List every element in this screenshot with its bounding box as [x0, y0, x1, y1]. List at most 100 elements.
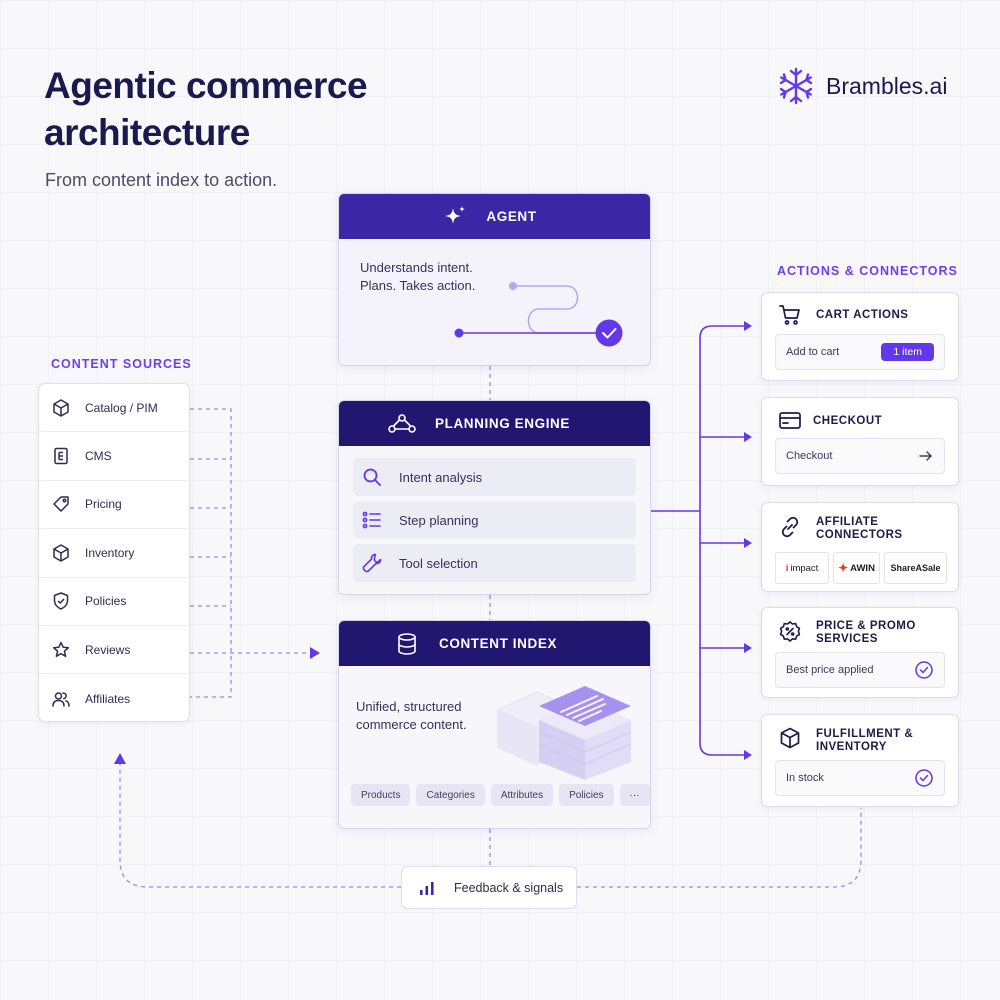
feedback-signals-box[interactable]: Feedback & signals: [401, 866, 577, 909]
planning-engine-title: PLANNING ENGINE: [435, 416, 571, 431]
check-circle-icon: [915, 661, 933, 679]
users-icon: [52, 691, 70, 707]
source-label: Affiliates: [85, 691, 131, 706]
source-item-pricing[interactable]: Pricing: [39, 481, 189, 530]
content-index-title: CONTENT INDEX: [439, 636, 558, 651]
title-line: SERVICES: [816, 633, 878, 645]
source-label: Reviews: [85, 642, 131, 657]
best-price-row[interactable]: Best price applied: [775, 652, 945, 688]
source-label: Catalog / PIM: [85, 400, 158, 415]
plan-step-tool-selection[interactable]: Tool selection: [353, 544, 636, 582]
title-line: AFFILIATE: [816, 516, 879, 528]
shareasale-logo[interactable]: ShareASale: [884, 552, 947, 584]
checkout-card[interactable]: CHECKOUT Checkout: [761, 397, 959, 486]
in-stock-label: In stock: [786, 772, 824, 784]
planning-engine-card[interactable]: PLANNING ENGINE Intent analysis Step pla…: [338, 400, 651, 595]
link-icon: [781, 516, 799, 538]
agent-text-line: Understands intent.: [360, 260, 473, 275]
source-label: Policies: [85, 594, 127, 609]
wrench-icon: [362, 553, 382, 573]
tag-icon: [53, 496, 69, 513]
package-icon: [780, 727, 800, 749]
discount-badge-icon: [779, 621, 801, 642]
cart-icon: [779, 305, 800, 325]
cube-icon: [53, 398, 69, 417]
plan-step-intent-analysis[interactable]: Intent analysis: [353, 458, 636, 496]
actions-connectors-label: ACTIONS & CONNECTORS: [777, 264, 958, 278]
content-index-text-line: commerce content.: [356, 717, 467, 732]
source-item-policies[interactable]: Policies: [39, 578, 189, 626]
arrow-right-icon: [919, 451, 932, 461]
agent-title: AGENT: [486, 209, 537, 224]
checkout-row[interactable]: Checkout: [775, 438, 945, 474]
star-icon: [52, 641, 70, 657]
source-item-reviews[interactable]: Reviews: [39, 626, 189, 675]
source-label: Inventory: [85, 545, 135, 560]
affiliate-connectors-title: AFFILIATE CONNECTORS: [816, 516, 903, 542]
route-icon: [388, 413, 416, 433]
layered-documents-graphic: [495, 686, 632, 780]
plan-step-step-planning[interactable]: Step planning: [353, 501, 636, 539]
agent-header: AGENT: [339, 194, 650, 239]
content-index-header: CONTENT INDEX: [339, 621, 650, 666]
chip-attributes[interactable]: Attributes: [490, 784, 554, 806]
chip-products[interactable]: Products: [351, 784, 411, 806]
plan-step-label: Tool selection: [399, 555, 478, 571]
chip-policies[interactable]: Policies: [559, 784, 614, 806]
box-icon: [53, 544, 69, 562]
credit-card-icon: [779, 412, 801, 429]
content-index-text-line: Unified, structured: [356, 699, 462, 714]
price-promo-card[interactable]: PRICE & PROMO SERVICES Best price applie…: [761, 607, 959, 698]
database-icon: [398, 632, 416, 655]
source-item-catalog[interactable]: Catalog / PIM: [39, 384, 189, 433]
brand-name: Brambles.ai: [826, 72, 948, 99]
feedback-label: Feedback & signals: [454, 880, 564, 895]
page-title: Agentic commerce architecture: [44, 65, 368, 153]
source-item-affiliates[interactable]: Affiliates: [39, 674, 189, 722]
checkout-title: CHECKOUT: [813, 415, 883, 427]
best-price-label: Best price applied: [786, 664, 874, 676]
chip-more[interactable]: ···: [619, 784, 650, 806]
planning-engine-header: PLANNING ENGINE: [339, 401, 650, 446]
title-line: FULFILLMENT &: [816, 728, 914, 740]
cart-actions-card[interactable]: CART ACTIONS Add to cart 1 item: [761, 292, 959, 381]
content-type-chips: Products Categories Attributes Policies …: [351, 784, 650, 806]
snowflake-icon: [779, 67, 813, 105]
content-index-card[interactable]: CONTENT INDEX Unified, structured commer…: [338, 620, 651, 829]
source-label: CMS: [85, 449, 112, 464]
search-icon: [363, 468, 381, 486]
check-circle-icon: [915, 769, 933, 787]
cart-actions-title: CART ACTIONS: [816, 309, 909, 321]
agent-text-line: Plans. Takes action.: [360, 278, 476, 293]
logo-text: ShareASale: [890, 563, 941, 573]
document-icon: [54, 447, 68, 465]
content-sources-panel: Catalog / PIM CMS Pricing Inventory Poli…: [38, 383, 190, 722]
checkout-label: Checkout: [786, 450, 833, 462]
brand-logo[interactable]: Brambles.ai: [776, 66, 947, 106]
source-item-inventory[interactable]: Inventory: [39, 529, 189, 578]
plan-step-label: Step planning: [399, 512, 479, 528]
fulfillment-inventory-card[interactable]: FULFILLMENT & INVENTORY In stock: [761, 714, 959, 807]
awin-logo[interactable]: ✦AWIN: [833, 552, 880, 584]
add-to-cart-row[interactable]: Add to cart 1 item: [775, 334, 945, 370]
bar-chart-icon: [420, 881, 434, 895]
cart-count-badge: 1 item: [881, 343, 934, 361]
title-line: INVENTORY: [816, 741, 887, 753]
agent-description: Understands intent. Plans. Takes action.: [360, 259, 475, 295]
source-label: Pricing: [85, 497, 122, 512]
title-line: PRICE & PROMO: [816, 620, 916, 632]
sparkle-icon: [445, 205, 466, 224]
chip-categories[interactable]: Categories: [416, 784, 485, 806]
content-index-description: Unified, structured commerce content.: [356, 698, 467, 734]
in-stock-row[interactable]: In stock: [775, 760, 945, 796]
title-line: CONNECTORS: [816, 529, 903, 541]
source-item-cms[interactable]: CMS: [39, 432, 189, 481]
add-to-cart-label: Add to cart: [786, 346, 840, 358]
list-icon: [362, 511, 381, 529]
plan-step-label: Intent analysis: [399, 469, 483, 485]
agent-card[interactable]: AGENT Understands intent. Plans. Takes a…: [338, 193, 651, 366]
price-promo-title: PRICE & PROMO SERVICES: [816, 620, 916, 646]
